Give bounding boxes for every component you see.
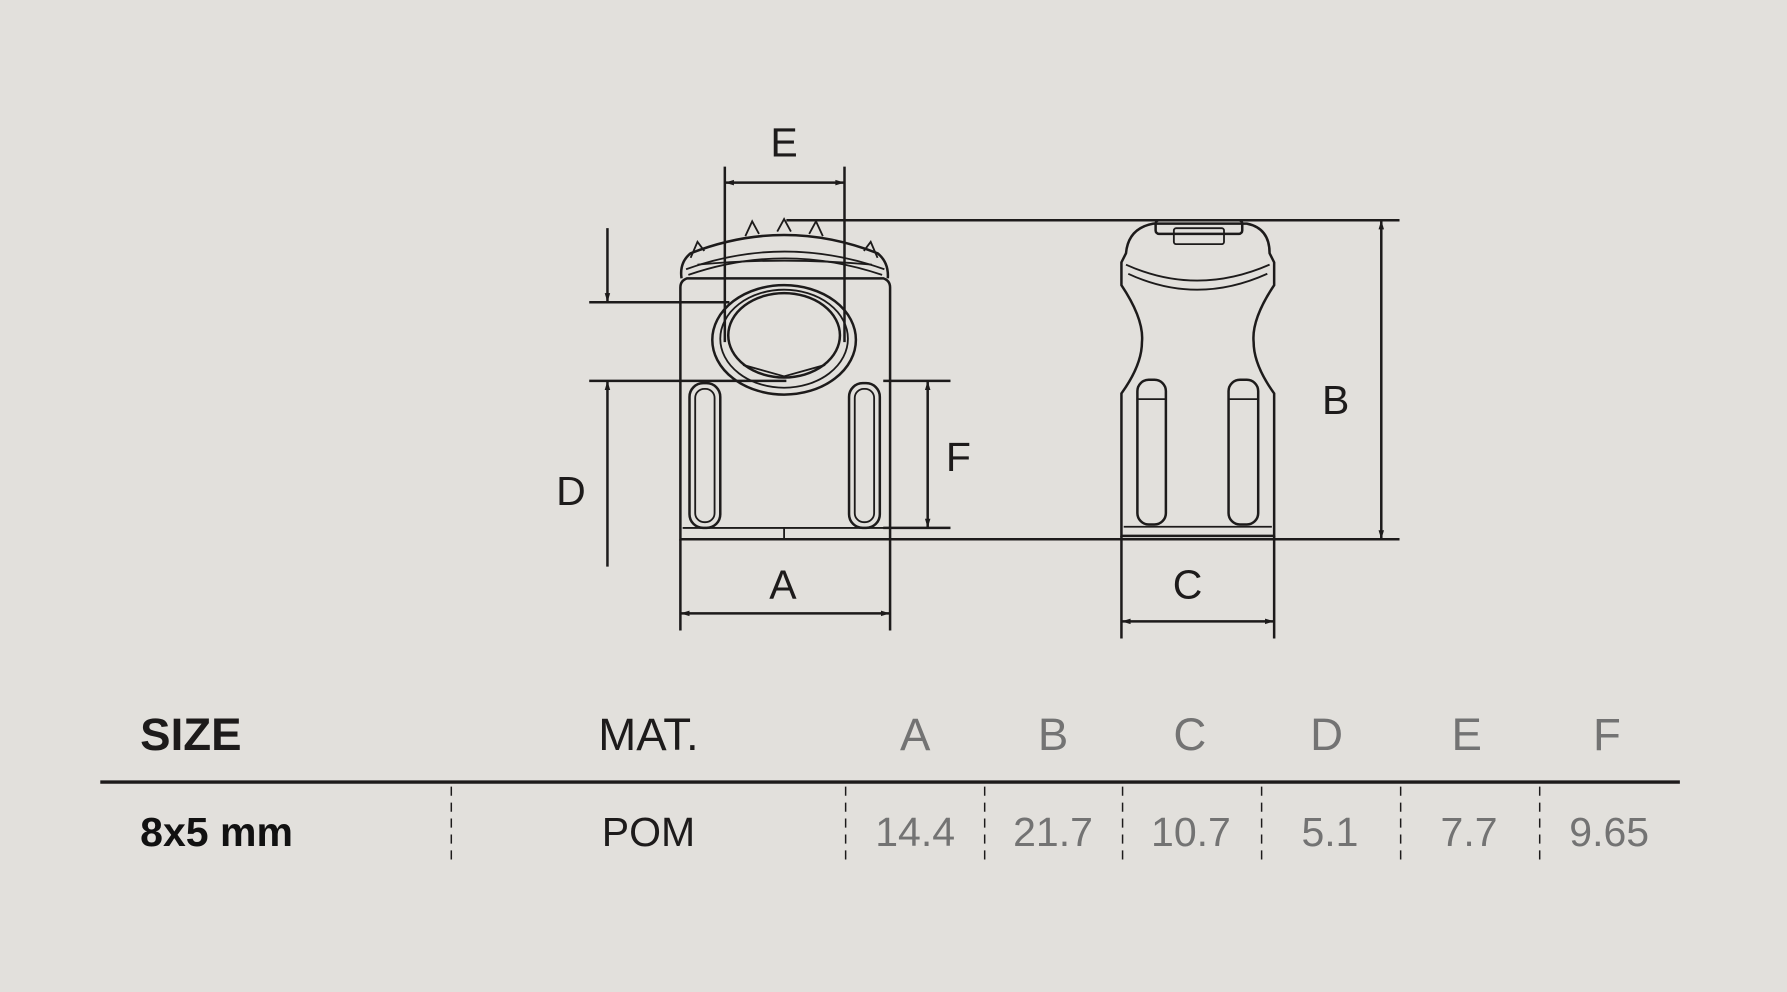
header-f: F <box>1593 709 1621 760</box>
table-row: 8x5 mm POM 14.4 21.7 10.7 5.1 7.7 9.65 <box>140 809 1649 855</box>
header-c: C <box>1173 709 1206 760</box>
dim-label-a: A <box>769 562 797 608</box>
front-view-drawing <box>679 217 892 541</box>
cell-d: 5.1 <box>1301 809 1358 855</box>
cell-b: 21.7 <box>1013 809 1093 855</box>
header-size: SIZE <box>140 709 241 760</box>
header-e: E <box>1452 709 1482 760</box>
dim-label-f: F <box>946 434 971 480</box>
column-dividers <box>450 786 1541 867</box>
cell-c: 10.7 <box>1151 809 1231 855</box>
header-b: B <box>1038 709 1068 760</box>
header-d: D <box>1310 709 1343 760</box>
dimension-lines <box>589 166 1400 639</box>
dim-label-d: D <box>556 468 586 514</box>
side-view-drawing <box>1120 218 1276 538</box>
header-material: MAT. <box>598 709 698 760</box>
cell-a: 14.4 <box>875 809 955 855</box>
dim-label-b: B <box>1322 377 1349 423</box>
header-a: A <box>900 709 931 760</box>
cell-size: 8x5 mm <box>140 809 293 855</box>
dim-label-e: E <box>770 119 797 165</box>
cell-material: POM <box>602 809 695 855</box>
spec-table: SIZE MAT. A B C D E F 8x5 mm POM 14.4 21… <box>100 709 1680 867</box>
cell-e: 7.7 <box>1441 809 1498 855</box>
teeth <box>689 217 879 259</box>
dim-label-c: C <box>1173 562 1203 608</box>
cell-f: 9.65 <box>1569 809 1649 855</box>
